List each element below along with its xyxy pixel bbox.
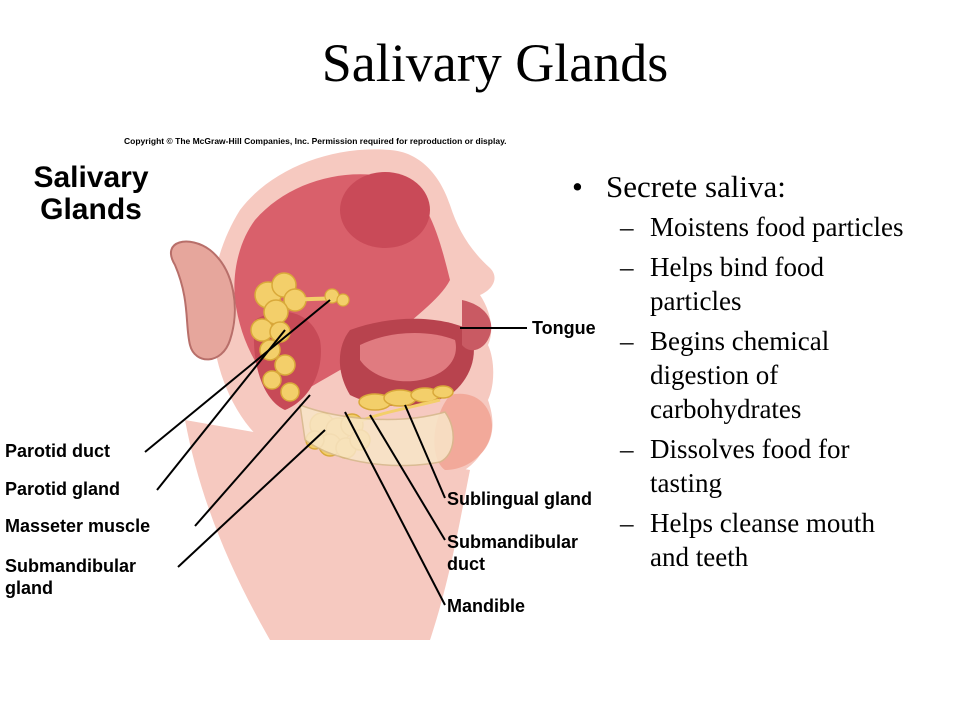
sub-bullet-line: digestion of	[650, 360, 779, 390]
dash-icon: –	[620, 434, 634, 464]
sublingual-gland-shape	[358, 385, 454, 411]
label-submandibular-gland-line1: Submandibular	[5, 556, 137, 576]
label-submandibular-duct-line1: Submandibular	[447, 532, 579, 552]
label-parotid-duct: Parotid duct	[5, 441, 111, 461]
lips-shape	[462, 300, 492, 351]
dash-icon: –	[620, 212, 634, 242]
leader-parotid-gland	[156, 329, 286, 491]
bullet-dot-icon: •	[572, 169, 583, 204]
label-parotid-gland: Parotid gland	[5, 479, 121, 499]
bullet-main-text: Secrete saliva:	[606, 169, 786, 204]
sub-bullet-item: – Helps bind food particles	[572, 250, 957, 318]
sub-bullet-line: carbohydrates	[650, 394, 802, 424]
sub-bullet-line: Helps cleanse mouth	[650, 508, 875, 538]
copyright-notice: Copyright © The McGraw-Hill Companies, I…	[124, 136, 507, 146]
sub-bullet-item: – Begins chemical digestion of carbohydr…	[572, 324, 957, 426]
sub-bullet-line: Moistens food particles	[650, 212, 904, 242]
sub-bullet-line: particles	[650, 286, 742, 316]
sub-bullet-item: – Moistens food particles	[572, 210, 957, 244]
sub-bullet-item: – Helps cleanse mouth and teeth	[572, 506, 957, 574]
dash-icon: –	[620, 326, 634, 356]
bullet-list: • Secrete saliva: – Moistens food partic…	[572, 168, 957, 580]
label-submandibular-gland-line2: gland	[5, 578, 53, 598]
label-mandible: Mandible	[447, 596, 526, 616]
tongue-shape	[360, 333, 456, 382]
label-sublingual-gland: Sublingual gland	[447, 489, 592, 509]
figure-heading-line2: Glands	[40, 193, 142, 226]
sub-bullet-line: Dissolves food for	[650, 434, 850, 464]
dash-icon: –	[620, 252, 634, 282]
leader-submandibular-gland	[177, 429, 326, 568]
leader-sublingual-gland	[404, 404, 446, 499]
sub-bullet-line: Helps bind food	[650, 252, 824, 282]
figure-heading-line1: Salivary	[33, 161, 149, 194]
dash-icon: –	[620, 508, 634, 538]
leader-masseter-muscle	[194, 394, 311, 527]
ear-shape	[169, 240, 236, 361]
label-tongue: Tongue	[532, 318, 596, 338]
leader-mandible	[344, 411, 446, 606]
sub-bullet-line: and teeth	[650, 542, 749, 572]
sub-bullet-line: tasting	[650, 468, 722, 498]
accessory-gland-shape	[324, 288, 350, 307]
orbicularis-muscle	[340, 172, 430, 248]
bullet-main: • Secrete saliva:	[572, 168, 957, 206]
sub-bullet-item: – Dissolves food for tasting	[572, 432, 957, 500]
sub-bullet-line: Begins chemical	[650, 326, 830, 356]
sub-bullet-list: – Moistens food particles – Helps bind f…	[572, 210, 957, 574]
parotid-gland-shape	[250, 272, 307, 402]
leader-submandibular-duct	[369, 414, 446, 541]
mandible-shape	[299, 403, 454, 467]
slide-title: Salivary Glands	[321, 33, 669, 93]
figure-heading: Salivary Glands	[16, 162, 166, 226]
label-masseter-muscle: Masseter muscle	[5, 516, 151, 536]
label-submandibular-duct-line2: duct	[447, 554, 485, 574]
leader-parotid-duct	[144, 299, 331, 453]
leader-lines	[144, 299, 527, 606]
